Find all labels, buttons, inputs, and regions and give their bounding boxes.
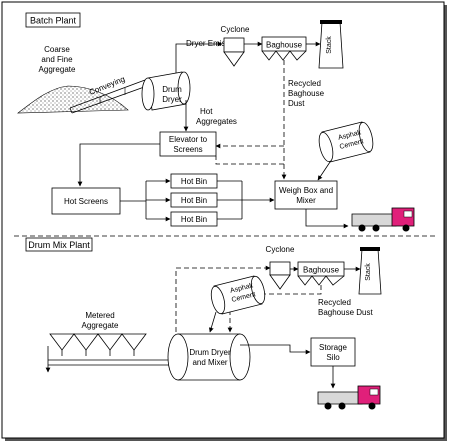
baghouse-2-icon — [297, 261, 345, 286]
batch-plant-section: Batch Plant Coarse and Fine Aggregate Co… — [17, 12, 415, 232]
dump-truck-2-icon — [317, 385, 381, 410]
recycled-2-label-2: Baghouse Dust — [318, 308, 373, 317]
drum-emissions-dashed-arrow — [175, 265, 271, 348]
batch-plant-title-box — [25, 12, 81, 28]
metered-label-2: Aggregate — [82, 321, 119, 330]
elevator-to-screens-arrow — [77, 143, 160, 187]
drum-mix-title: Drum Mix Plant — [28, 240, 90, 250]
drum-mixer-label-1: Drum Dryer — [189, 348, 231, 357]
cyclone-label: Cyclone — [221, 25, 250, 34]
hot-bin-3-label: Hot Bin — [181, 215, 207, 224]
hoppers-icon — [49, 333, 147, 356]
baghouse-2-label: Baghouse — [303, 266, 340, 275]
drum-dryer-label-2: Dryer — [162, 95, 182, 104]
coarse-label-2: and Fine — [41, 55, 73, 64]
stack-icon — [318, 20, 344, 69]
dryer-emissions-arrow — [175, 41, 223, 73]
drum-dryer-label-1: Drum — [162, 85, 182, 94]
recycled-label-2: Baghouse — [288, 89, 325, 98]
aggregate-pile-icon — [17, 85, 129, 114]
recycled-label-3: Dust — [288, 99, 305, 108]
asphalt-tank-icon — [318, 121, 374, 163]
baghouse-label: Baghouse — [266, 41, 303, 50]
metered-label-1: Metered — [85, 311, 114, 320]
dryer-emissions-label: Dryer Emissions — [186, 39, 244, 48]
mixer-to-truck-arrow — [305, 209, 349, 229]
weigh-box — [274, 180, 338, 210]
recycled-2-label-1: Recycled — [318, 298, 351, 307]
cyclone-icon — [223, 37, 245, 67]
dust-bypass-dashed-line — [215, 156, 284, 165]
hot-screens-box — [51, 187, 121, 215]
feed-conveyor-icon — [48, 359, 176, 366]
elevator-box — [159, 131, 217, 157]
dump-truck-icon — [351, 207, 415, 232]
hot-screens-label: Hot Screens — [64, 197, 108, 206]
cyclone-2-icon — [269, 261, 291, 290]
drum-dryer-icon — [141, 71, 191, 111]
asphalt-tank-2-icon — [210, 275, 266, 315]
batch-plant-title: Batch Plant — [30, 16, 77, 26]
hot-aggregates-label-2: Aggregates — [196, 117, 237, 126]
hot-aggregates-label-1: Hot — [200, 107, 213, 116]
recycled-label-1: Recycled — [288, 79, 321, 88]
stack-2-label: Stack — [365, 263, 372, 281]
cyclone-2-label: Cyclone — [266, 245, 295, 254]
drum-mixer-icon — [167, 333, 251, 381]
stack-2-icon — [358, 247, 382, 295]
drum-to-silo-arrow — [240, 344, 311, 355]
drum-mixer-label-2: and Mixer — [192, 358, 227, 367]
asphalt-to-drum-arrow — [208, 311, 217, 333]
hot-bin-2-label: Hot Bin — [181, 196, 207, 205]
storage-silo-box — [310, 337, 356, 367]
storage-label-2: Silo — [326, 353, 340, 362]
drum-mix-title-box — [25, 237, 93, 252]
asphalt-to-mixer-arrow — [317, 161, 331, 181]
coarse-label-1: Coarse — [44, 45, 70, 54]
weigh-label-1: Weigh Box and — [279, 186, 333, 195]
drum-mix-plant-section: Drum Mix Plant Cyclone Baghouse Stack Re… — [25, 237, 382, 410]
weigh-label-2: Mixer — [296, 196, 316, 205]
stack-label: Stack — [326, 36, 333, 54]
elevator-label-1: Elevator to — [169, 135, 208, 144]
hot-bin-1-label: Hot Bin — [181, 177, 207, 186]
coarse-label-3: Aggregate — [39, 65, 76, 74]
storage-label-1: Storage — [319, 343, 348, 352]
conveyor-icon — [69, 79, 148, 114]
elevator-label-2: Screens — [173, 145, 202, 154]
